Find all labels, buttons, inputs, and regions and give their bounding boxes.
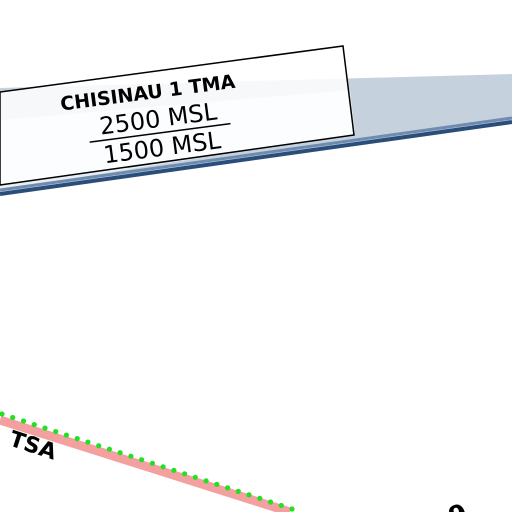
tsa-boundary-dot: [246, 492, 252, 498]
tsa-dotted-line: [0, 411, 295, 512]
tsa-boundary-dot: [192, 474, 198, 480]
tsa-boundary-dot: [278, 502, 284, 509]
tsa-boundary-dot: [74, 436, 80, 442]
tsa-boundary-dot: [160, 464, 166, 470]
tsa-boundary-dot: [106, 446, 112, 452]
tsa-boundary-dot: [203, 478, 209, 484]
tma-limit-divider: [89, 122, 231, 143]
tsa-boundary-dot: [139, 457, 145, 463]
tsa-boundary-dot: [267, 499, 274, 505]
tsa-boundary-dot: [289, 506, 295, 512]
tsa-boundary-dot: [149, 460, 155, 466]
tsa-boundary-dot: [42, 425, 48, 431]
edge-label: 9.: [445, 495, 481, 512]
tsa-boundary-dot: [225, 485, 231, 491]
tma-label-frame: [0, 45, 355, 186]
tsa-boundary-dot: [85, 439, 91, 445]
tsa-band: [0, 415, 292, 512]
tsa-boundary-dot: [63, 432, 69, 438]
tsa-boundary: [0, 411, 295, 512]
tsa-boundary-dot: [53, 429, 59, 435]
tma-boundary-line-light: [0, 116, 512, 192]
tsa-boundary-dot: [128, 453, 134, 459]
tsa-boundary-dot: [182, 471, 188, 477]
tsa-boundary-dot: [235, 488, 241, 494]
tsa-boundary-dot: [117, 450, 123, 456]
tsa-boundary-dot: [171, 467, 177, 473]
tsa-boundary-dot: [20, 418, 27, 424]
tsa-boundary-dot: [96, 443, 102, 449]
tsa-boundary-dot: [0, 411, 5, 417]
tsa-boundary-dot: [31, 422, 37, 428]
tsa-boundary-dot: [10, 414, 16, 421]
tma-boundary-line: [0, 120, 512, 196]
tsa-boundary-dot: [257, 495, 263, 501]
tsa-boundary-dot: [214, 481, 220, 487]
